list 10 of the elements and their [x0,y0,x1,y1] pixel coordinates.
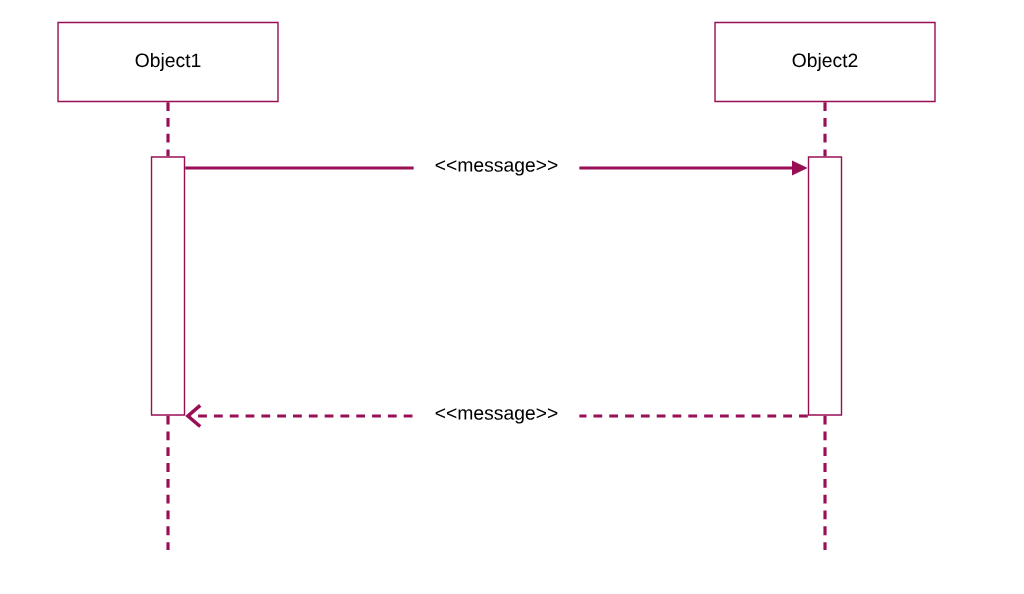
lifeline [823,415,827,550]
activation-bar [150,156,186,416]
object-box: Object1 [57,21,279,103]
activation-bar [807,156,843,416]
edge-label: <<message>> [413,156,580,180]
edge-label: <<message>> [413,404,580,428]
lifeline [823,102,827,157]
lifeline [166,415,170,550]
lifeline [166,102,170,157]
object-box: Object2 [714,21,936,103]
